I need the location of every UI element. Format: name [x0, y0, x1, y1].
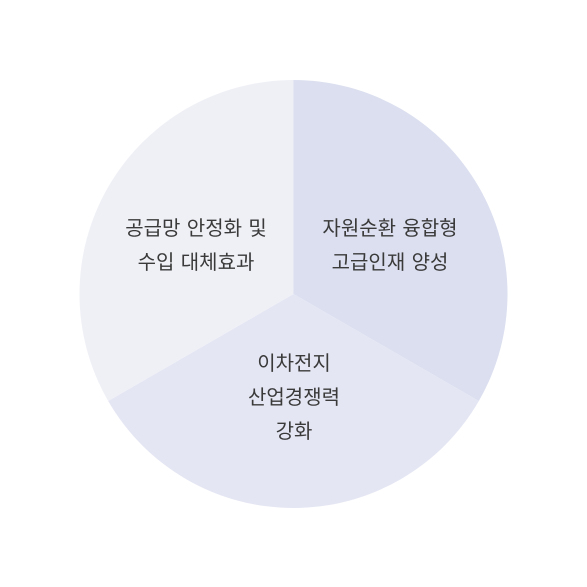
- segment-bottom: [108, 294, 479, 509]
- segment-right: [293, 80, 508, 401]
- segment-left: [79, 80, 294, 401]
- segment-right-label-line: 자원순환 융합형: [322, 216, 458, 240]
- segment-bottom-label: 이차전지 산업경쟁력 강화: [248, 346, 340, 448]
- segment-bottom-label-line: 이차전지: [257, 351, 331, 375]
- segment-right-label: 자원순환 융합형 고급인재 양성: [322, 211, 457, 279]
- segment-left-label: 공급망 안정화 및 수입 대체효과: [125, 211, 267, 279]
- segment-right-label-line: 고급인재 양성: [331, 250, 449, 274]
- segment-left-label-line: 수입 대체효과: [137, 250, 255, 274]
- segment-bottom-label-line: 강화: [275, 419, 313, 443]
- segment-bottom-label-line: 산업경쟁력: [248, 385, 340, 409]
- segment-left-label-line: 공급망 안정화 및: [125, 216, 267, 240]
